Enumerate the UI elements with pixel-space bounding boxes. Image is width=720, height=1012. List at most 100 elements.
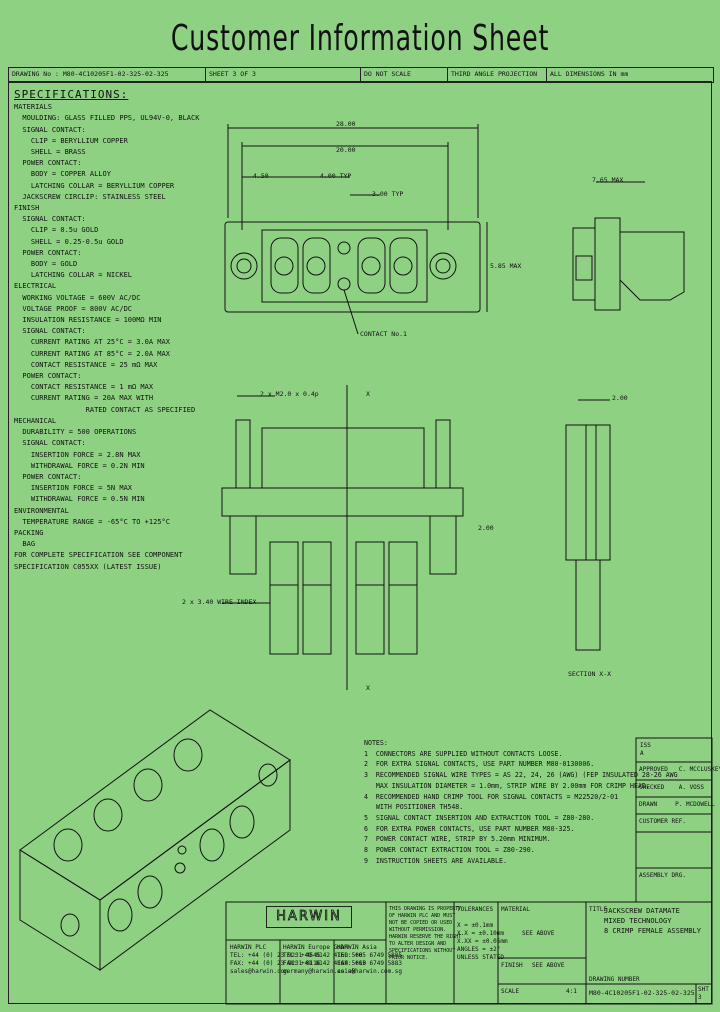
note-line: WITH POSITIONER TH548. [364, 803, 464, 812]
sheet-number: SHEET 3 OF 3 [206, 68, 361, 82]
dim-height: 5.85 MAX [490, 262, 522, 270]
dim-bottom-offset: 2.00 [478, 524, 494, 532]
bottom-view [221, 385, 464, 690]
spec-line: CLIP = 0.5u GOLD [14, 226, 99, 235]
spec-line: SHELL = BRASS [14, 148, 86, 157]
finish-label: FINISH [501, 962, 523, 969]
material-value: SEE ABOVE [522, 930, 555, 937]
customer-ref-cell: CUSTOMER REF. [639, 818, 686, 825]
section-marker-bottom: X [366, 684, 370, 692]
title-label: TITLE [589, 906, 608, 913]
sheet-title: Customer Information Sheet [170, 18, 550, 59]
spec-line: SIGNAL CONTACT: [14, 215, 86, 224]
spec-line: POWER CONTACT: [14, 472, 82, 481]
spec-line: JACKSCREW CIRCLIP: STAINLESS STEEL [14, 192, 166, 201]
notes: NOTES: 1 CONNECTORS ARE SUPPLIED WITHOUT … [364, 738, 678, 866]
spec-line: POWER CONTACT: [14, 159, 82, 168]
spec-line: WITHDRAWAL FORCE = 0.5N MIN [14, 495, 145, 504]
spec-line: CLIP = BERYLLIUM COPPER [14, 136, 128, 145]
note-line: 2 FOR EXTRA SIGNAL CONTACTS, USE PART NU… [364, 760, 595, 769]
dim-offset: 4.50 [253, 172, 269, 180]
header-strip: DRAWING No : M80-4C10205F1-02-325-02-325… [8, 67, 714, 83]
spec-line: FOR COMPLETE SPECIFICATION SEE COMPONENT [14, 551, 183, 560]
spec-line: POWER CONTACT: [14, 248, 82, 257]
dim-power-pitch: 4.00 TYP [320, 172, 352, 180]
dim-section-offset: 2.00 [612, 394, 628, 402]
spec-line: SHELL = 0.25-0.5u GOLD [14, 237, 124, 246]
note-line: 3 RECOMMENDED SIGNAL WIRE TYPES = AS 22,… [364, 771, 678, 780]
note-line: 1 CONNECTORS ARE SUPPLIED WITHOUT CONTAC… [364, 749, 563, 758]
approved-cell: APPROVED C. MCCLUSKEY [639, 766, 720, 773]
note-line: 9 INSTRUCTION SHEETS ARE AVAILABLE. [364, 856, 507, 865]
third-angle-projection: THIRD ANGLE PROJECTION [448, 68, 547, 82]
spec-line: INSULATION RESISTANCE = 100MΩ MIN [14, 316, 162, 325]
specifications-heading: SPECIFICATIONS: [14, 88, 129, 101]
uk-contact: HARWIN PLC TEL: +44 (0) 23 9231 4545 FAX… [230, 944, 321, 975]
spec-line: SIGNAL CONTACT: [14, 125, 86, 134]
dim-pitch-width: 20.00 [336, 146, 356, 154]
spec-line: LATCHING COLLAR = NICKEL [14, 271, 133, 280]
dimensions-unit: ALL DIMENSIONS IN mm [550, 70, 629, 78]
section-view [565, 399, 611, 651]
spec-line: MOULDING: GLASS FILLED PPS, UL94V-0, BLA… [14, 114, 200, 123]
dim-signal-pitch: 3.00 TYP [372, 190, 404, 198]
checked-cell: CHECKED A. VOSS [639, 784, 705, 791]
note-line: 7 POWER CONTACT WIRE, STRIP BY 5.20mm MI… [364, 835, 551, 844]
spec-line: ELECTRICAL [14, 282, 57, 291]
notes-text: NOTES: 1 CONNECTORS ARE SUPPLIED WITHOUT … [364, 738, 678, 866]
spec-line: VOLTAGE PROOF = 800V AC/DC [14, 304, 133, 313]
spec-line: CURRENT RATING = 20A MAX WITH [14, 394, 154, 403]
note-line: NOTES: [364, 739, 388, 747]
drawing-number-label: DRAWING NUMBER [589, 976, 640, 983]
spec-line: POWER CONTACT: [14, 372, 82, 381]
wire-index-label: 2 x 3.40 WIRE INDEX [182, 598, 257, 606]
spec-line: ENVIRONMENTAL [14, 506, 69, 515]
sheet-cell: SHT 3 [698, 986, 709, 1001]
do-not-scale: DO NOT SCALE [361, 68, 448, 82]
spec-line: DURABILITY = 500 OPERATIONS [14, 428, 137, 437]
spec-line: TEMPERATURE RANGE = -65°C TO +125°C [14, 517, 170, 526]
spec-line: LATCHING COLLAR = BERYLLIUM COPPER [14, 181, 175, 190]
tolerances: TOLERANCES X = ±0.1mm X.X = ±0.10mm X.XX… [457, 906, 508, 961]
contact-number-label: CONTACT No.1 [360, 330, 407, 338]
scale-label: SCALE [501, 988, 520, 995]
material-label: MATERIAL [501, 906, 530, 913]
spec-line: SPECIFICATION C055XX (LATEST ISSUE) [14, 562, 162, 571]
spec-line: WITHDRAWAL FORCE = 0.2N MIN [14, 461, 145, 470]
issue-cell: ISS A [640, 742, 651, 757]
spec-line: INSERTION FORCE = 5N MAX [14, 484, 133, 493]
finish-value: SEE ABOVE [532, 962, 565, 969]
note-line: 8 POWER CONTACT EXTRACTION TOOL = Z80-29… [364, 846, 535, 855]
side-view [572, 181, 685, 311]
section-view-label: SECTION X-X [568, 670, 612, 678]
isometric-view [19, 709, 291, 971]
spec-line: BAG [14, 540, 36, 549]
spec-line: BODY = COPPER ALLOY [14, 170, 111, 179]
section-marker-top: X [366, 390, 370, 398]
spec-line: CONTACT RESISTANCE = 25 mΩ MAX [14, 360, 158, 369]
specifications: SPECIFICATIONS: MATERIALS MOULDING: GLAS… [14, 88, 199, 573]
spec-line: SIGNAL CONTACT: [14, 439, 86, 448]
spec-line: RATED CONTACT AS SPECIFIED [14, 405, 196, 414]
spec-line: MECHANICAL [14, 416, 57, 425]
spec-line: INSERTION FORCE = 2.8N MAX [14, 450, 141, 459]
asia-contact: HARWIN Asia TEL: +65 6749 5885 FAX: +65 … [337, 944, 403, 975]
drawing-number-value: M80-4C10205F1-02-325-02-325 [589, 989, 695, 997]
harwin-logo: HARWIN [266, 906, 352, 928]
europe-contact: HARWIN Europe GmbH TEL: +49 8142 4160 50… [283, 944, 367, 975]
spec-line: CONTACT RESISTANCE = 1 mΩ MAX [14, 383, 154, 392]
assembly-cell: ASSEMBLY DRG. [639, 872, 686, 879]
note-line: 5 SIGNAL CONTACT INSERTION AND EXTRACTIO… [364, 813, 595, 822]
spec-line: CURRENT RATING AT 25°C = 3.0A MAX [14, 338, 170, 347]
jackscrew-label: 2 x M2.0 x 0.4p [260, 390, 319, 398]
disclaimer: THIS DRAWING IS PROPERTY OF HARWIN PLC A… [389, 906, 462, 961]
spec-line: WORKING VOLTAGE = 600V AC/DC [14, 293, 141, 302]
drawn-cell: DRAWN P. MCDOWELL [639, 801, 715, 808]
spec-line: BODY = GOLD [14, 260, 78, 269]
spec-line: MATERIALS [14, 103, 52, 112]
note-line: 6 FOR EXTRA POWER CONTACTS, USE PART NUM… [364, 824, 575, 833]
scale-value: 4:1 [566, 988, 577, 995]
spec-line: FINISH [14, 204, 40, 213]
specifications-text: MATERIALS MOULDING: GLASS FILLED PPS, UL… [14, 102, 199, 573]
